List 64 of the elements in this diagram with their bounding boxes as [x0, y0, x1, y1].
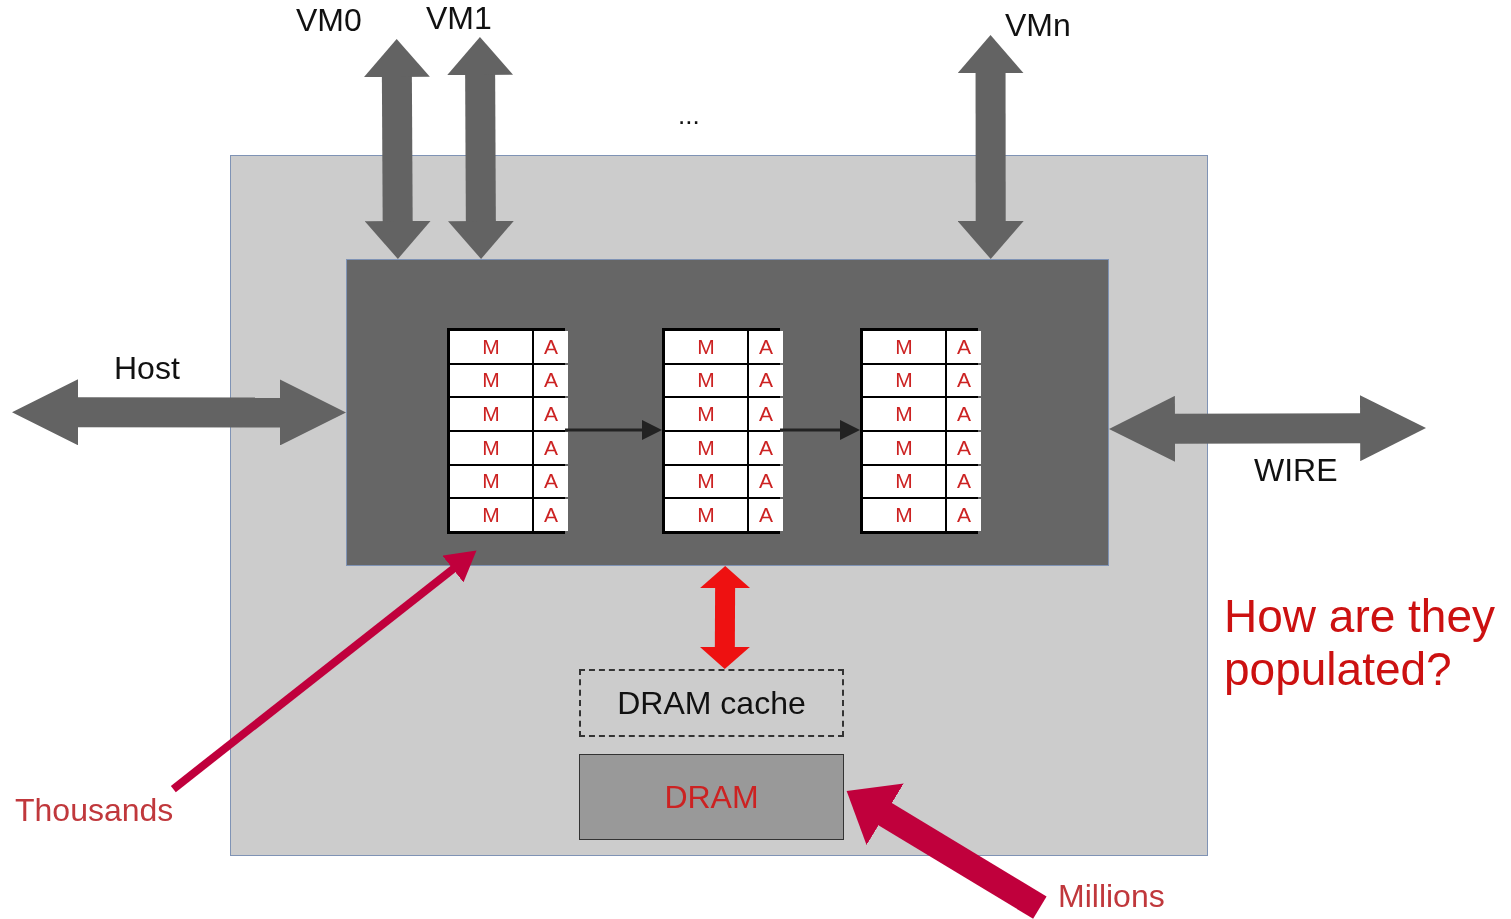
outer-box	[230, 155, 1208, 856]
table-cell: M	[450, 499, 532, 531]
box-label: DRAM cache	[617, 684, 806, 722]
arrow	[780, 419, 860, 440]
table-cell: A	[749, 331, 783, 363]
table-cell: A	[534, 364, 568, 397]
table-cell: M	[450, 331, 532, 363]
ellipsis-text: ...	[678, 100, 700, 131]
arrow	[363, 39, 431, 259]
arrow	[565, 419, 662, 440]
annotation-text: Thousands	[15, 792, 174, 829]
table-cell: M	[863, 432, 945, 464]
table-cell: M	[863, 499, 945, 531]
dashed-box	[579, 669, 844, 737]
arrow	[846, 783, 1047, 919]
arrow	[699, 566, 751, 669]
table-cell: M	[665, 499, 747, 531]
table-cell: A	[749, 499, 783, 531]
table-cell: M	[863, 465, 945, 498]
arrow	[170, 550, 477, 793]
arrow	[12, 379, 346, 446]
node-label: VM1	[426, 0, 492, 37]
table-cell: A	[947, 465, 981, 498]
table-cell: M	[450, 364, 532, 397]
table-cell: A	[534, 331, 568, 363]
table-cell: A	[947, 364, 981, 397]
arrow	[1109, 395, 1427, 462]
table-cell: A	[947, 398, 981, 430]
table-cell: A	[947, 331, 981, 363]
table-cell: A	[534, 432, 568, 464]
table-cell: M	[665, 465, 747, 498]
table	[860, 328, 978, 534]
table-cell: A	[947, 499, 981, 531]
table-cell: A	[749, 364, 783, 397]
node-label: WIRE	[1254, 452, 1338, 489]
table	[662, 328, 780, 534]
table-cell: A	[534, 465, 568, 498]
table-cell: M	[665, 364, 747, 397]
table-cell: M	[863, 364, 945, 397]
node-label: VM0	[296, 2, 362, 39]
table-cell: A	[749, 465, 783, 498]
table-cell: M	[665, 398, 747, 430]
arrow	[957, 35, 1024, 259]
table-cell: M	[450, 398, 532, 430]
annotation-text: Millions	[1058, 878, 1165, 915]
question-text: How are they populated?	[1224, 590, 1496, 696]
table-cell: A	[534, 398, 568, 430]
node-label: VMn	[1005, 7, 1071, 44]
table	[447, 328, 565, 534]
table-cell: A	[749, 398, 783, 430]
node-label: Host	[114, 350, 180, 387]
inner-box	[346, 259, 1109, 566]
table-cell: A	[947, 432, 981, 464]
table-cell: M	[863, 398, 945, 430]
arrow	[447, 37, 514, 259]
table-cell: M	[450, 432, 532, 464]
table-cell: M	[450, 465, 532, 498]
table-cell: A	[749, 432, 783, 464]
box-label: DRAM	[664, 778, 759, 816]
table-cell: A	[534, 499, 568, 531]
process-box	[579, 754, 844, 840]
table-cell: M	[665, 432, 747, 464]
table-cell: M	[665, 331, 747, 363]
table-cell: M	[863, 331, 945, 363]
